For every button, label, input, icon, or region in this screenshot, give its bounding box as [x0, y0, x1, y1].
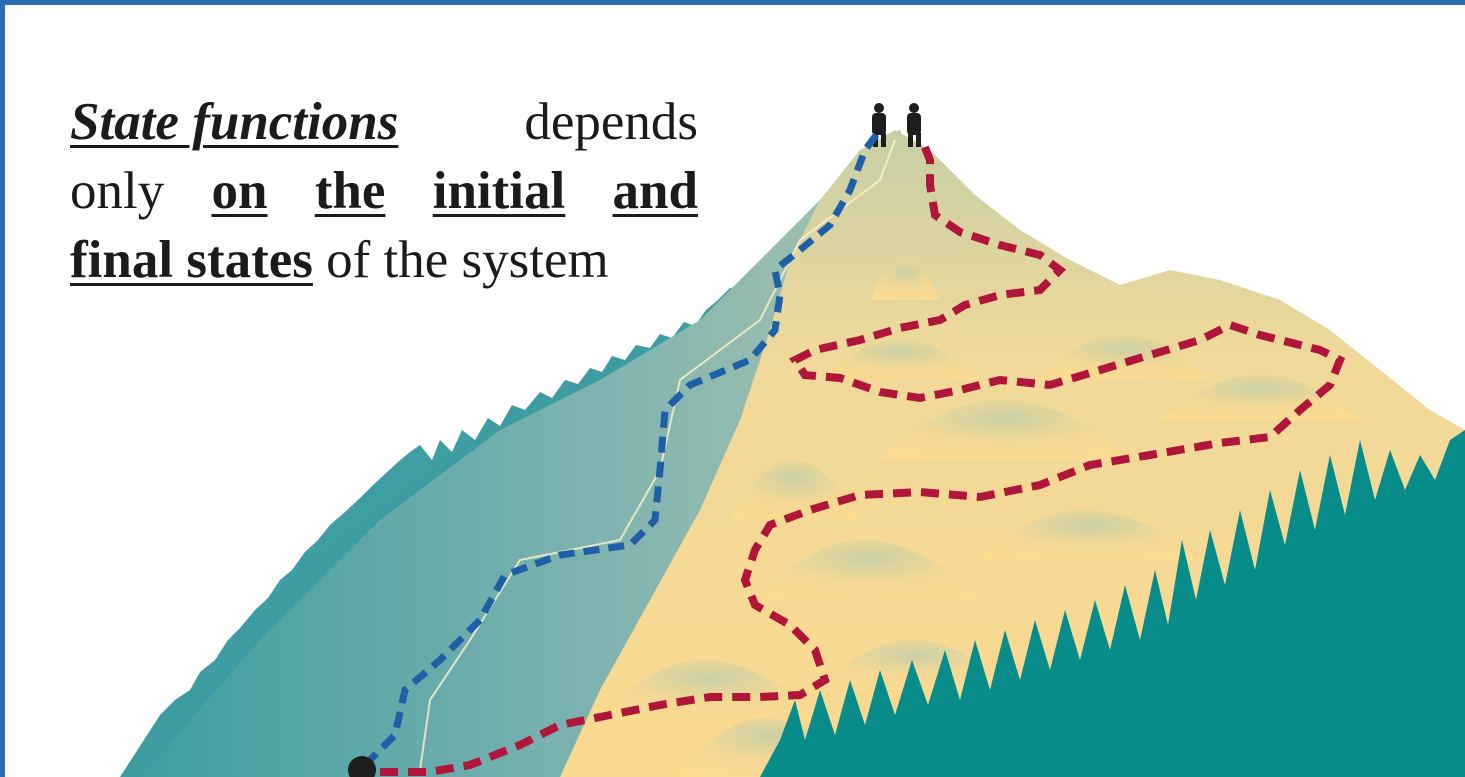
start-point-icon [348, 756, 376, 777]
right-forest [760, 430, 1465, 777]
phrase-of-the-system: of the system [326, 231, 609, 289]
word-depends: depends [524, 93, 698, 151]
hill-ridges [600, 260, 1360, 777]
word-the: the [314, 162, 386, 220]
word-on: on [211, 162, 268, 220]
frame-left-border [0, 0, 5, 777]
text-line-1: State functions depends [70, 88, 698, 157]
word-initial: initial [432, 162, 566, 220]
phrase-final-states: final states [70, 231, 313, 289]
term-state-functions: State functions [70, 93, 399, 151]
definition-text: State functions depends only on the init… [70, 88, 698, 295]
word-and: and [612, 162, 698, 220]
direct-trail [362, 127, 883, 768]
word-only: only [70, 162, 165, 220]
winding-trail [380, 138, 1346, 776]
climbers-icon [872, 103, 921, 147]
frame-top-border [0, 0, 1465, 5]
main-slope [140, 130, 910, 777]
text-line-2: only on the initial and [70, 157, 698, 226]
text-line-3: final states of the system [70, 226, 698, 295]
